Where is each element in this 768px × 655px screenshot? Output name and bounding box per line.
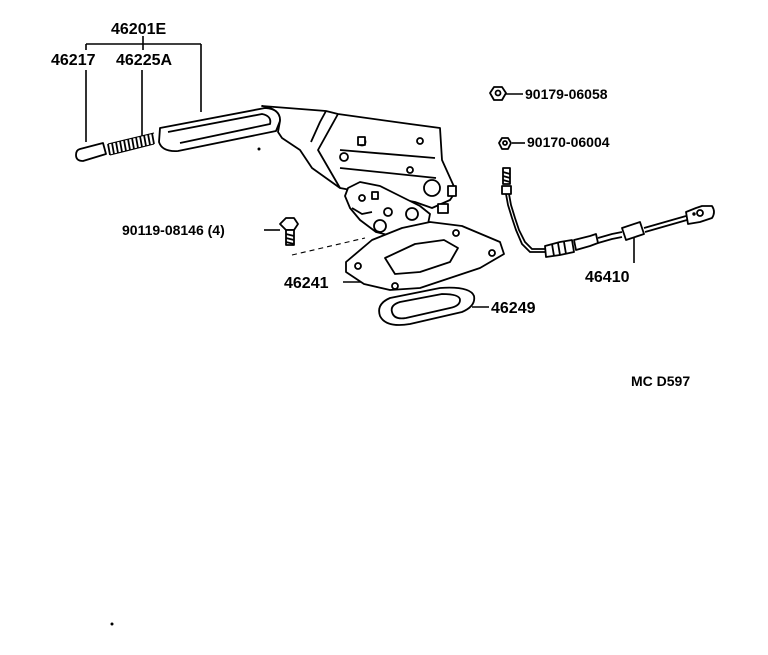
stray-mark	[110, 622, 114, 626]
knob-part	[75, 142, 107, 162]
leader-bolt-dashed	[291, 237, 366, 256]
label-cable: 46410	[585, 269, 630, 286]
nut-part-1	[489, 86, 507, 101]
label-boot: 46249	[491, 300, 536, 317]
bolt-part	[279, 217, 299, 246]
label-nut-2: 90170-06004	[527, 134, 610, 150]
lever-assembly	[158, 105, 457, 237]
label-plate: 46241	[284, 275, 329, 292]
spring-part	[107, 132, 155, 156]
diagram-code: MC D597	[631, 373, 690, 389]
nut-part-2	[498, 137, 512, 150]
label-bolt: 90119-08146 (4)	[122, 222, 225, 238]
plate-part	[345, 221, 505, 291]
leader-assembly-bracket	[85, 36, 202, 112]
label-nut-1: 90179-06058	[525, 86, 608, 102]
label-assembly: 46201E	[111, 21, 166, 38]
label-spring: 46225A	[116, 52, 172, 69]
label-knob: 46217	[51, 52, 96, 69]
cable-part	[501, 167, 715, 258]
boot-part	[378, 286, 476, 326]
stray-mark	[257, 147, 261, 151]
